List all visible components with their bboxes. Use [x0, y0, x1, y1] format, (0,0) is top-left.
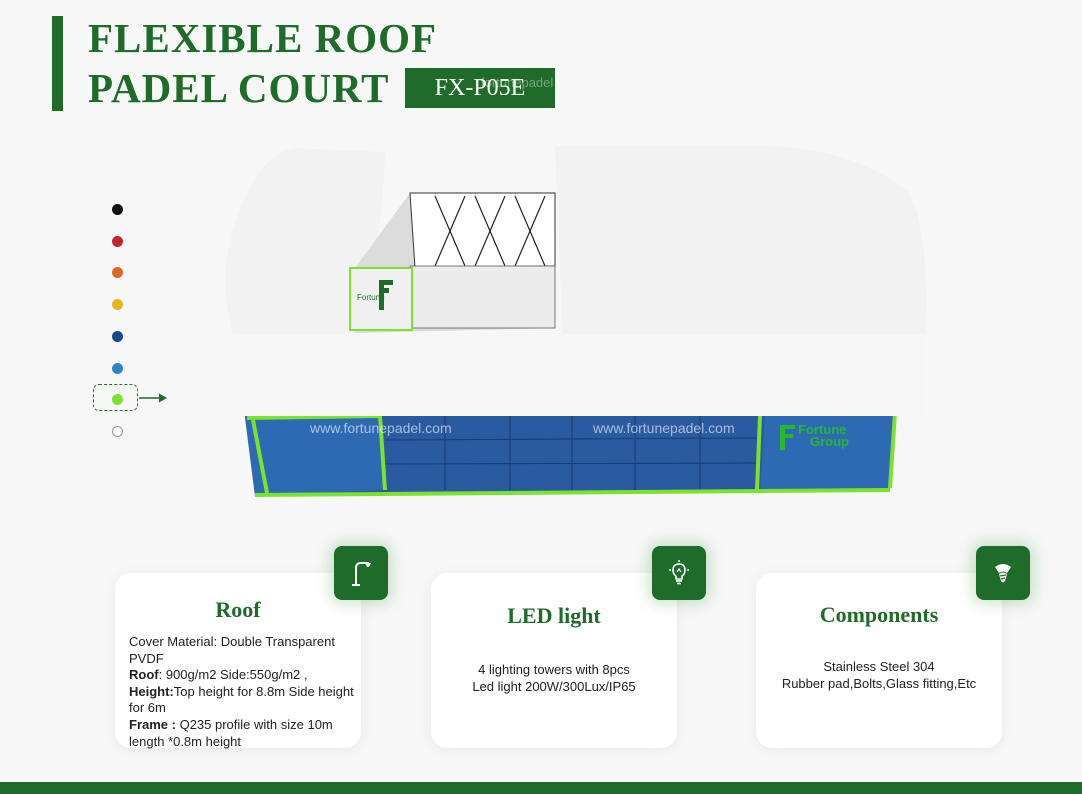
- led-card-title: LED light: [507, 603, 601, 628]
- light-bulb-icon: [652, 546, 706, 600]
- roof-card: Roof Cover Material: Double Transparent …: [115, 573, 361, 750]
- page-title-line2: PADEL COURT: [88, 65, 390, 111]
- model-number: FX-P05E: [434, 74, 526, 101]
- roof-frame: Frame : Q235 profile with size 10m lengt…: [129, 717, 354, 750]
- watermark-right: www.fortunepadel.com: [592, 420, 735, 436]
- padel-court-illustration: Fortune Fortune Group www.fortunepadel.c…: [224, 146, 926, 497]
- footer-bar: [0, 782, 1082, 794]
- court-floor: [245, 413, 895, 496]
- fortune-group-logo: Fortune Group: [780, 422, 849, 450]
- led-line2: Led light 200W/300Lux/IP65: [472, 678, 636, 694]
- court-interior: Fortune: [349, 192, 556, 333]
- components-card: Components Stainless Steel 304 Rubber pa…: [756, 573, 1002, 748]
- led-light-card: LED light 4 lighting towers with 8pcs Le…: [431, 573, 677, 748]
- roof-height-label: Height:: [129, 683, 174, 699]
- components-line1: Stainless Steel 304: [823, 659, 935, 674]
- roof-frame-label: Frame :: [129, 716, 176, 732]
- color-swatch-yellow[interactable]: [112, 299, 123, 311]
- roof-weight-value: : 900g/m2 Side:550g/m2 ,: [158, 667, 308, 683]
- components-line2: Rubber pad,Bolts,Glass fitting,Etc: [781, 675, 977, 691]
- color-swatch-orange[interactable]: [112, 267, 123, 279]
- color-swatch-lime[interactable]: [112, 394, 123, 406]
- model-badge-watermark: fortunepadel: [481, 75, 554, 90]
- roof-weight: Roof: 900g/m2 Side:550g/m2 ,: [129, 667, 354, 684]
- color-swatch-black[interactable]: [112, 204, 123, 215]
- roof-card-body: Cover Material: Double Transparent PVDF …: [129, 634, 354, 750]
- components-card-title: Components: [819, 602, 939, 627]
- roof-cover-material: Cover Material: Double Transparent PVDF: [129, 634, 335, 666]
- color-swatch-red[interactable]: [112, 235, 123, 247]
- color-swatch-white[interactable]: [112, 425, 123, 437]
- roof-frame-value: Q235 profile with size 10m length *0.8m …: [129, 716, 333, 749]
- roof-weight-label: Roof: [129, 667, 159, 683]
- model-badge: FX-P05E fortunepadel: [405, 68, 555, 108]
- bolt-screw-icon: [976, 546, 1030, 600]
- led-card-body: 4 lighting towers with 8pcs Led light 20…: [431, 662, 677, 695]
- inner-brand-text: Fortune: [357, 293, 385, 302]
- selected-color-indicator: [93, 384, 138, 411]
- roof-card-title: Roof: [215, 597, 261, 622]
- brand-line1: Fortune: [798, 422, 846, 437]
- page-title-line1: FLEXIBLE ROOF: [88, 15, 438, 61]
- roof-height: Height:Top height for 8.8m Side height f…: [129, 684, 354, 717]
- street-lamp-icon: [334, 546, 388, 600]
- arrow-right-icon: [139, 393, 167, 403]
- watermark-left: www.fortunepadel.com: [309, 420, 452, 436]
- color-swatch-navy[interactable]: [112, 330, 123, 342]
- components-card-body: Stainless Steel 304 Rubber pad,Bolts,Gla…: [756, 659, 1002, 692]
- flexible-roof: [224, 146, 926, 416]
- led-line1: 4 lighting towers with 8pcs: [478, 662, 630, 677]
- court-mesh: [384, 416, 761, 490]
- brand-line2: Group: [810, 434, 849, 449]
- roof-height-value: Top height for 8.8m Side height for 6m: [129, 683, 354, 716]
- title-accent-bar: [52, 16, 63, 111]
- color-swatch-blue[interactable]: [112, 362, 123, 374]
